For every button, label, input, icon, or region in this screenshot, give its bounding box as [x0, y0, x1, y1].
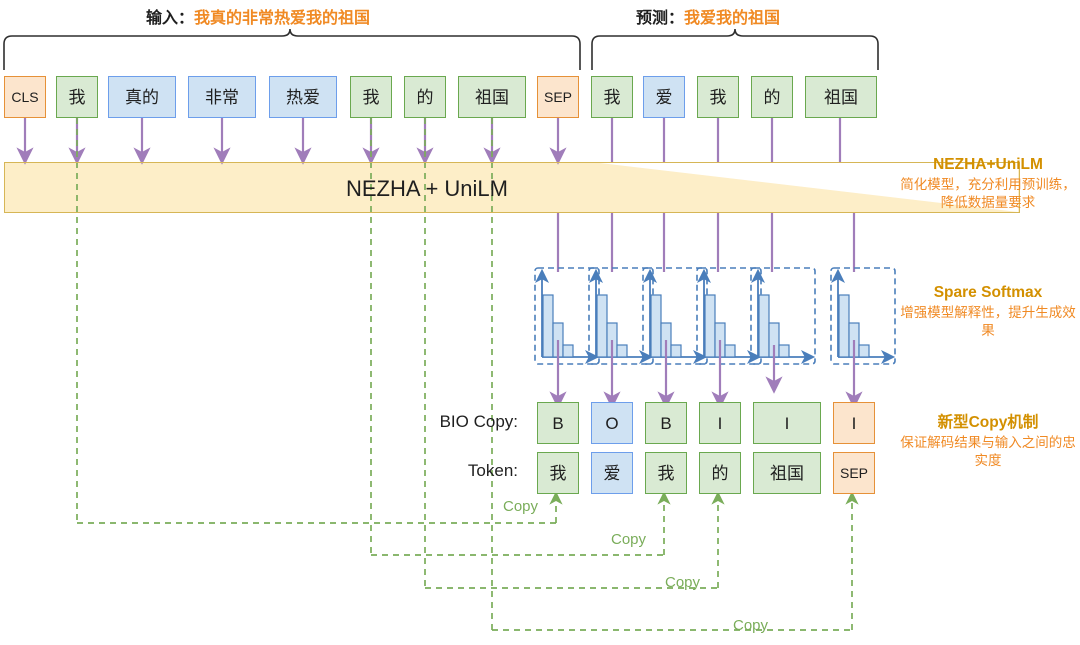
- annotation-softmax-head: Spare Softmax: [933, 284, 1043, 301]
- bio-tag-1[interactable]: B: [537, 402, 579, 444]
- bio-tag-2[interactable]: O: [591, 402, 633, 444]
- copy-label-2: Copy: [611, 531, 647, 548]
- nezha-unilm-title: NEZHA + UniLM: [346, 176, 508, 201]
- annotation-nezha-body: 简化模型，充分利用预训练，降低数据量要求: [900, 177, 1076, 210]
- annotation-nezha-head: NEZHA+UniLM: [933, 156, 1043, 173]
- annotation-nezha: NEZHA+UniLM 简化模型，充分利用预训练，降低数据量要求: [898, 155, 1078, 211]
- copy-arrows-up: [549, 491, 859, 630]
- softmax-to-bio-arrows: [549, 340, 863, 409]
- softmax-box: [750, 267, 816, 365]
- input-token-4[interactable]: 热爱: [269, 76, 337, 118]
- predict-token-4[interactable]: 的: [751, 76, 793, 118]
- copy-label-4: Copy: [733, 617, 769, 634]
- bio-tag-3[interactable]: B: [645, 402, 687, 444]
- input-caption-value: 我真的非常热爱我的祖国: [194, 10, 371, 27]
- input-token-3[interactable]: 非常: [188, 76, 256, 118]
- softmax-box: [830, 267, 896, 365]
- bio-tag-5[interactable]: I: [753, 402, 821, 444]
- predict-caption-value: 我爱我的祖国: [684, 10, 781, 27]
- softmax-box: [588, 267, 654, 365]
- predict-to-model-lines: [610, 118, 842, 162]
- predict-brace: [591, 28, 879, 70]
- token-row-label: Token:: [467, 461, 518, 480]
- input-caption: 输入：我真的非常热爱我的祖国: [146, 4, 370, 28]
- bio-tag-4[interactable]: I: [699, 402, 741, 444]
- input-token-sep[interactable]: SEP: [537, 76, 579, 118]
- model-to-softmax-lines: [556, 213, 856, 272]
- sparse-softmax-group: [534, 267, 896, 365]
- softmax-box: [534, 267, 600, 365]
- softmax-box: [696, 267, 762, 365]
- input-token-1[interactable]: 我: [56, 76, 98, 118]
- annotation-softmax: Spare Softmax 增强模型解释性，提升生成效果: [898, 283, 1078, 339]
- predict-token-3[interactable]: 我: [697, 76, 739, 118]
- copy-label-1: Copy: [503, 498, 539, 515]
- predict-caption: 预测：我爱我的祖国: [636, 4, 780, 28]
- input-to-model-arrows: [16, 118, 567, 165]
- annotation-softmax-body: 增强模型解释性，提升生成效果: [900, 305, 1076, 338]
- input-token-6[interactable]: 的: [404, 76, 446, 118]
- input-token-cls[interactable]: CLS: [4, 76, 46, 118]
- copy-label-3: Copy: [665, 574, 701, 591]
- input-brace: [3, 28, 581, 70]
- predict-caption-label: 预测：: [636, 10, 685, 27]
- out-token-3[interactable]: 我: [645, 452, 687, 494]
- out-token-4[interactable]: 的: [699, 452, 741, 494]
- bio-copy-row-label: BIO Copy:: [439, 412, 518, 431]
- out-token-1[interactable]: 我: [537, 452, 579, 494]
- predict-token-2[interactable]: 爱: [643, 76, 685, 118]
- out-token-2[interactable]: 爱: [591, 452, 633, 494]
- input-token-7[interactable]: 祖国: [458, 76, 526, 118]
- annotation-copy-body: 保证解码结果与输入之间的忠实度: [900, 435, 1076, 468]
- out-token-5[interactable]: 祖国: [753, 452, 821, 494]
- predict-token-5[interactable]: 祖国: [805, 76, 877, 118]
- nezha-unilm-bar[interactable]: [4, 162, 1020, 213]
- annotation-copy: 新型Copy机制 保证解码结果与输入之间的忠实度: [898, 413, 1078, 469]
- bio-tag-6[interactable]: I: [833, 402, 875, 444]
- softmax-box: [642, 267, 708, 365]
- predict-token-1[interactable]: 我: [591, 76, 633, 118]
- input-caption-label: 输入：: [146, 10, 195, 27]
- out-token-sep[interactable]: SEP: [833, 452, 875, 494]
- input-token-5[interactable]: 我: [350, 76, 392, 118]
- input-token-2[interactable]: 真的: [108, 76, 176, 118]
- annotation-copy-head: 新型Copy机制: [937, 414, 1039, 431]
